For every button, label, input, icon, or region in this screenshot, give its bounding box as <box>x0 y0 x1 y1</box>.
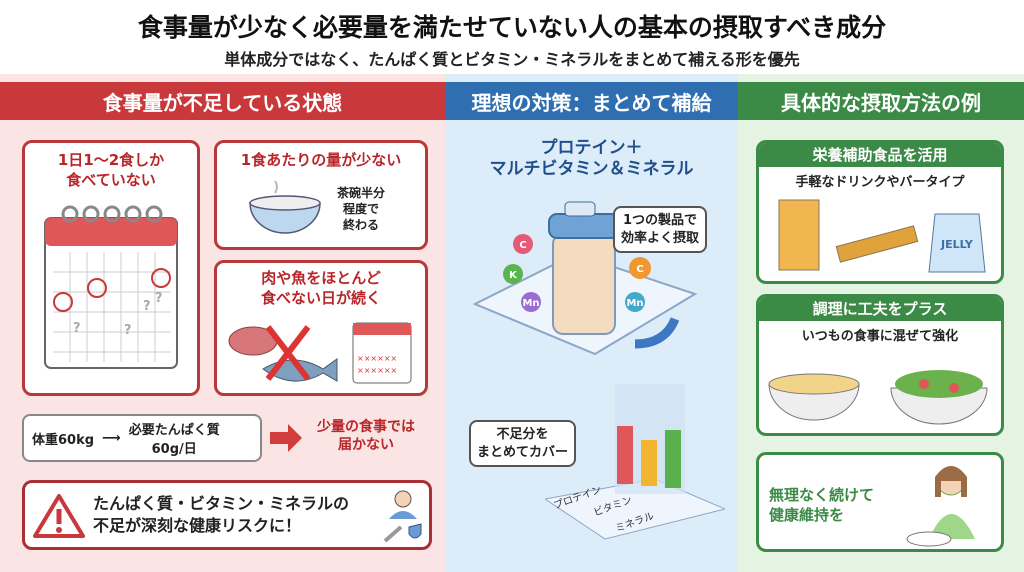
card-title: 1日1〜2食しか 食べていない <box>57 151 165 189</box>
section-methods: 具体的な摂取方法の例 栄養補助食品を活用 手軽なドリンクやバータイプ JELLY… <box>738 74 1024 572</box>
warning-box: たんぱく質・ビタミン・ミネラルの 不足が深刻な健康リスクに！ <box>22 480 432 550</box>
nutrient-k: K <box>509 270 518 281</box>
card-subtitle: いつもの食事に混ぜて強化 <box>801 329 959 344</box>
card-subtitle: 手軽なドリンクやバータイプ <box>795 175 965 190</box>
card-cooking-boost: 調理に工夫をプラス いつもの食事に混ぜて強化 <box>756 294 1004 436</box>
bar-vitamin <box>641 440 657 486</box>
solution-title: プロテイン＋ マルチビタミン＆ミネラル <box>489 138 694 180</box>
card-no-meat-fish: 肉や魚をほとんど 食べない日が続く ×××××× ×××××× <box>214 260 428 396</box>
section-shortage: 食事量が不足している状態 1日1〜2食しか 食べていない ???? 1食あたりの… <box>0 74 445 572</box>
svg-text:?: ? <box>155 291 163 306</box>
warning-icon <box>33 494 85 538</box>
card-title: 調理に工夫をプラス <box>759 297 1001 321</box>
closing-message: 無理なく続けて 健康維持を <box>769 486 875 525</box>
section-heading-solution: 理想の対策：まとめて補給 <box>445 82 738 120</box>
weight-label: 体重60kg <box>32 432 95 448</box>
jelly-label: JELLY <box>940 238 974 251</box>
arrow-icon: ⟶ <box>102 430 121 446</box>
page-title: 食事量が少なく必要量を満たせていない人の基本の摂取すべき成分 <box>137 13 887 42</box>
card-small-portion: 1食あたりの量が少ない 茶碗半分 程度で 終わる <box>214 140 428 250</box>
svg-text:××××××: ×××××× <box>357 366 397 375</box>
svg-text:?: ? <box>124 323 132 338</box>
section-heading-methods: 具体的な摂取方法の例 <box>738 82 1024 120</box>
card-continue-health: 無理なく続けて 健康維持を <box>756 452 1004 552</box>
card-supplement-foods: 栄養補助食品を活用 手軽なドリンクやバータイプ JELLY <box>756 140 1004 284</box>
speech-bubble-cover: 不足分を まとめてカバー <box>469 420 577 468</box>
bar-protein <box>617 426 633 484</box>
health-risk-icon <box>383 490 422 543</box>
meat-fish-crossed-icon: ×××××× ×××××× <box>228 322 412 384</box>
section-heading-shortage: 食事量が不足している状態 <box>0 82 445 120</box>
red-arrow-icon <box>270 424 302 452</box>
required-protein: 必要たんぱく質 60g/日 <box>128 423 220 457</box>
shaker-platform-illustration: C K Mn C Mn <box>472 201 698 356</box>
svg-text:?: ? <box>73 321 81 336</box>
nutrient-bar-chart: プロテイン ビタミン ミネラル <box>545 384 725 540</box>
calendar-icon: ???? <box>44 205 178 369</box>
warning-text: たんぱく質・ビタミン・ミネラルの 不足が深刻な健康リスクに！ <box>93 494 350 535</box>
card-title: 栄養補助食品を活用 <box>759 143 1001 167</box>
woman-eating-icon <box>906 466 975 547</box>
portion-note: 茶碗半分 程度で 終わる <box>337 186 386 233</box>
card-title: 肉や魚をほとんど 食べない日が続く <box>260 269 381 307</box>
nutrient-mn: Mn <box>626 298 643 309</box>
nutrient-c: C <box>519 240 526 251</box>
protein-calc-box: 体重60kg ⟶ 必要たんぱく質 60g/日 <box>22 414 262 462</box>
insufficient-result: 少量の食事では 届かない <box>317 419 415 454</box>
speech-bubble-efficient: 1つの製品で 効率よく摂取 <box>613 206 708 254</box>
card-title: 1食あたりの量が少ない <box>240 151 402 169</box>
soup-salad-icons <box>768 370 988 425</box>
drink-bar-jelly-icons: JELLY <box>778 199 986 273</box>
svg-text:××××××: ×××××× <box>357 354 397 363</box>
bar-mineral <box>665 430 681 488</box>
rice-bowl-icon <box>249 180 321 234</box>
svg-text:?: ? <box>143 299 151 314</box>
page-subtitle: 単体成分ではなく、たんぱく質とビタミン・ミネラルをまとめて補える形を優先 <box>224 50 800 69</box>
card-meals-per-day: 1日1〜2食しか 食べていない ???? <box>22 140 200 396</box>
nutrient-mn: Mn <box>522 298 539 309</box>
section-solution: 理想の対策：まとめて補給 プロテイン＋ マルチビタミン＆ミネラル C K Mn … <box>445 74 738 572</box>
nutrient-c: C <box>636 264 643 275</box>
